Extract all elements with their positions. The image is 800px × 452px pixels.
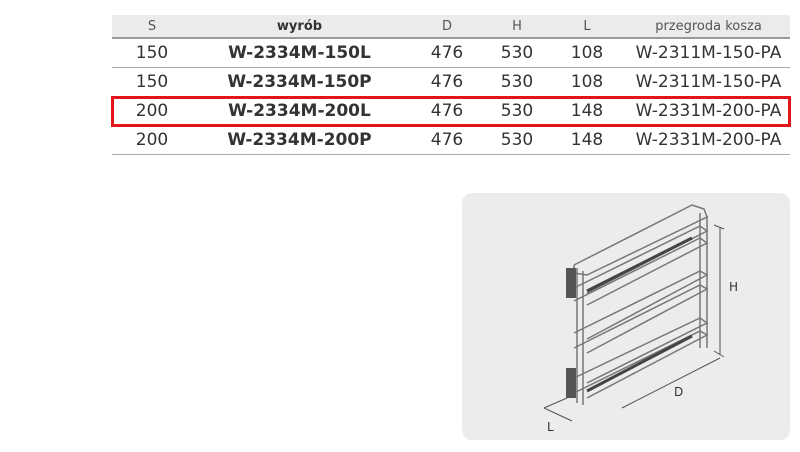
cell-product: W-2334M-150P — [192, 67, 407, 97]
cell-h: 530 — [487, 38, 547, 68]
cell-d: 476 — [407, 38, 487, 68]
cell-divider: W-2311M-150-PA — [627, 67, 790, 97]
cell-product: W-2334M-200P — [192, 125, 407, 155]
basket-drawing: H D L — [543, 204, 738, 434]
cell-product: W-2334M-200L — [192, 96, 407, 126]
header-h: H — [487, 15, 547, 39]
header-d: D — [407, 15, 487, 39]
header-s: S — [112, 15, 192, 39]
table-header: S wyrób D H L przegroda kosza — [112, 15, 790, 39]
cell-divider: W-2331M-200-PA — [627, 96, 790, 126]
cell-s: 150 — [112, 67, 192, 97]
cell-product: W-2334M-150L — [192, 38, 407, 68]
cell-s: 200 — [112, 125, 192, 155]
length-label: L — [547, 420, 554, 434]
cell-divider: W-2331M-200-PA — [627, 125, 790, 155]
cell-l: 148 — [547, 125, 627, 155]
product-diagram: H D L — [462, 193, 790, 440]
cell-s: 200 — [112, 96, 192, 126]
cell-l: 148 — [547, 96, 627, 126]
table-row: 150 W-2334M-150P 476 530 108 W-2311M-150… — [112, 67, 790, 97]
height-label: H — [729, 280, 738, 294]
header-l: L — [547, 15, 627, 39]
cell-divider: W-2311M-150-PA — [627, 38, 790, 68]
cell-s: 150 — [112, 38, 192, 68]
cell-l: 108 — [547, 38, 627, 68]
cell-d: 476 — [407, 67, 487, 97]
cell-d: 476 — [407, 125, 487, 155]
table-row-highlighted: 200 W-2334M-200L 476 530 148 W-2331M-200… — [111, 95, 791, 127]
header-divider: przegroda kosza — [627, 15, 790, 39]
cell-h: 530 — [487, 96, 547, 126]
cell-h: 530 — [487, 67, 547, 97]
depth-label: D — [674, 385, 683, 399]
cell-h: 530 — [487, 125, 547, 155]
cell-l: 108 — [547, 67, 627, 97]
table-row: 200 W-2334M-200P 476 530 148 W-2331M-200… — [112, 125, 790, 155]
product-table: S wyrób D H L przegroda kosza 150 W-2334… — [111, 15, 791, 155]
table-row: 150 W-2334M-150L 476 530 108 W-2311M-150… — [112, 38, 790, 68]
header-product: wyrób — [192, 15, 407, 39]
cell-d: 476 — [407, 96, 487, 126]
